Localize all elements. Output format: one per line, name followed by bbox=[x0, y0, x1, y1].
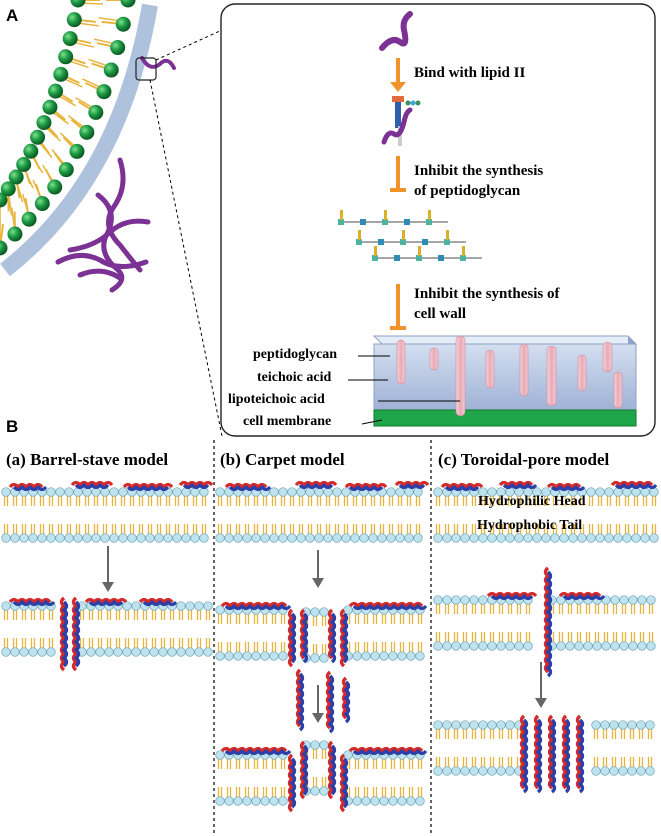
step-bind-lipid-ii: Bind with lipid II bbox=[414, 65, 526, 81]
panel-a-letter: A bbox=[6, 6, 19, 25]
step-of-peptidoglycan: of peptidoglycan bbox=[414, 183, 521, 199]
panel-a-graphic bbox=[0, 0, 656, 437]
peptide-icon-top bbox=[379, 11, 413, 51]
label-hydrophobic-tail: Hydrophobic Tail bbox=[477, 518, 583, 533]
peptidoglycan-mesh bbox=[338, 210, 482, 261]
label-lipoteichoic-acid: lipoteichoic acid bbox=[228, 392, 325, 407]
label-peptidoglycan: peptidoglycan bbox=[253, 347, 338, 362]
step-cell-wall: cell wall bbox=[414, 306, 467, 322]
label-hydrophilic-head: Hydrophilic Head bbox=[478, 494, 586, 509]
cell-wall-block bbox=[372, 335, 638, 427]
peptide-edge bbox=[140, 56, 176, 70]
detail-box bbox=[220, 3, 656, 437]
zoom-box bbox=[135, 57, 157, 81]
curved-cell-membrane bbox=[0, 0, 158, 277]
title-toroidal-pore: (c) Toroidal-pore model bbox=[438, 450, 610, 469]
panel-b-letter: B bbox=[6, 417, 19, 436]
panel-b-graphic bbox=[1, 440, 659, 836]
lipid-ii-icon bbox=[381, 96, 421, 146]
process-arrows bbox=[107, 546, 542, 715]
step-inhibit-synthesis-of: Inhibit the synthesis of bbox=[414, 286, 560, 302]
peptide-cluster bbox=[55, 157, 151, 293]
label-teichoic-acid: teichoic acid bbox=[257, 370, 332, 385]
title-barrel-stave: (a) Barrel-stave model bbox=[6, 450, 169, 469]
title-carpet: (b) Carpet model bbox=[220, 450, 345, 469]
label-cell-membrane: cell membrane bbox=[243, 414, 332, 429]
step-inhibit-synthesis: Inhibit the synthesis bbox=[414, 163, 544, 179]
teichoic-acid-rods bbox=[396, 335, 623, 417]
